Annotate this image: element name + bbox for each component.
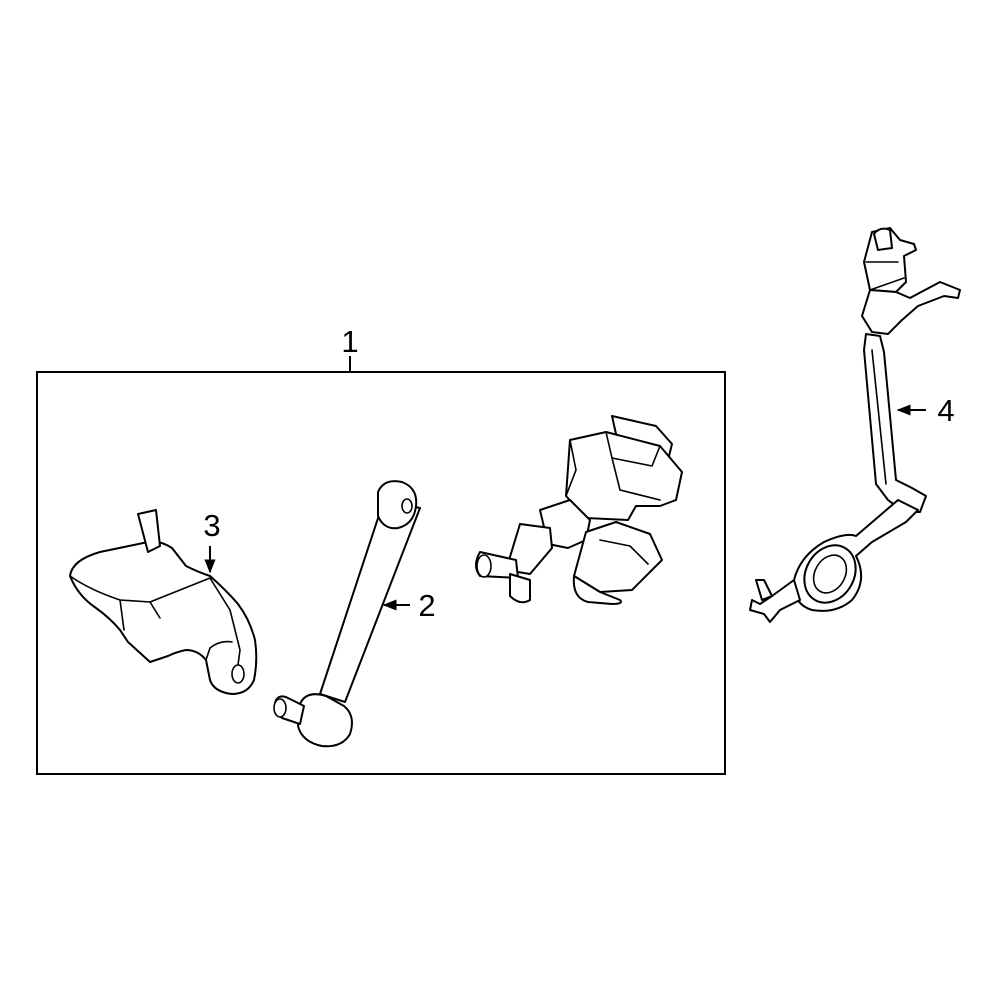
part-2-link-rod[interactable] [273,480,421,748]
bracket-hole [231,664,245,684]
bracket-tab [137,509,161,553]
callout-3[interactable]: 3 [203,508,220,543]
callout-4[interactable]: 4 [937,393,954,428]
level-sensor-body [475,415,683,605]
callout-2[interactable]: 2 [418,588,435,623]
assembly-box [36,356,726,775]
bracket-body [69,540,258,695]
part-3-bracket[interactable] [69,509,258,695]
callout-1[interactable]: 1 [341,324,358,359]
part-4-harness[interactable] [749,227,961,623]
